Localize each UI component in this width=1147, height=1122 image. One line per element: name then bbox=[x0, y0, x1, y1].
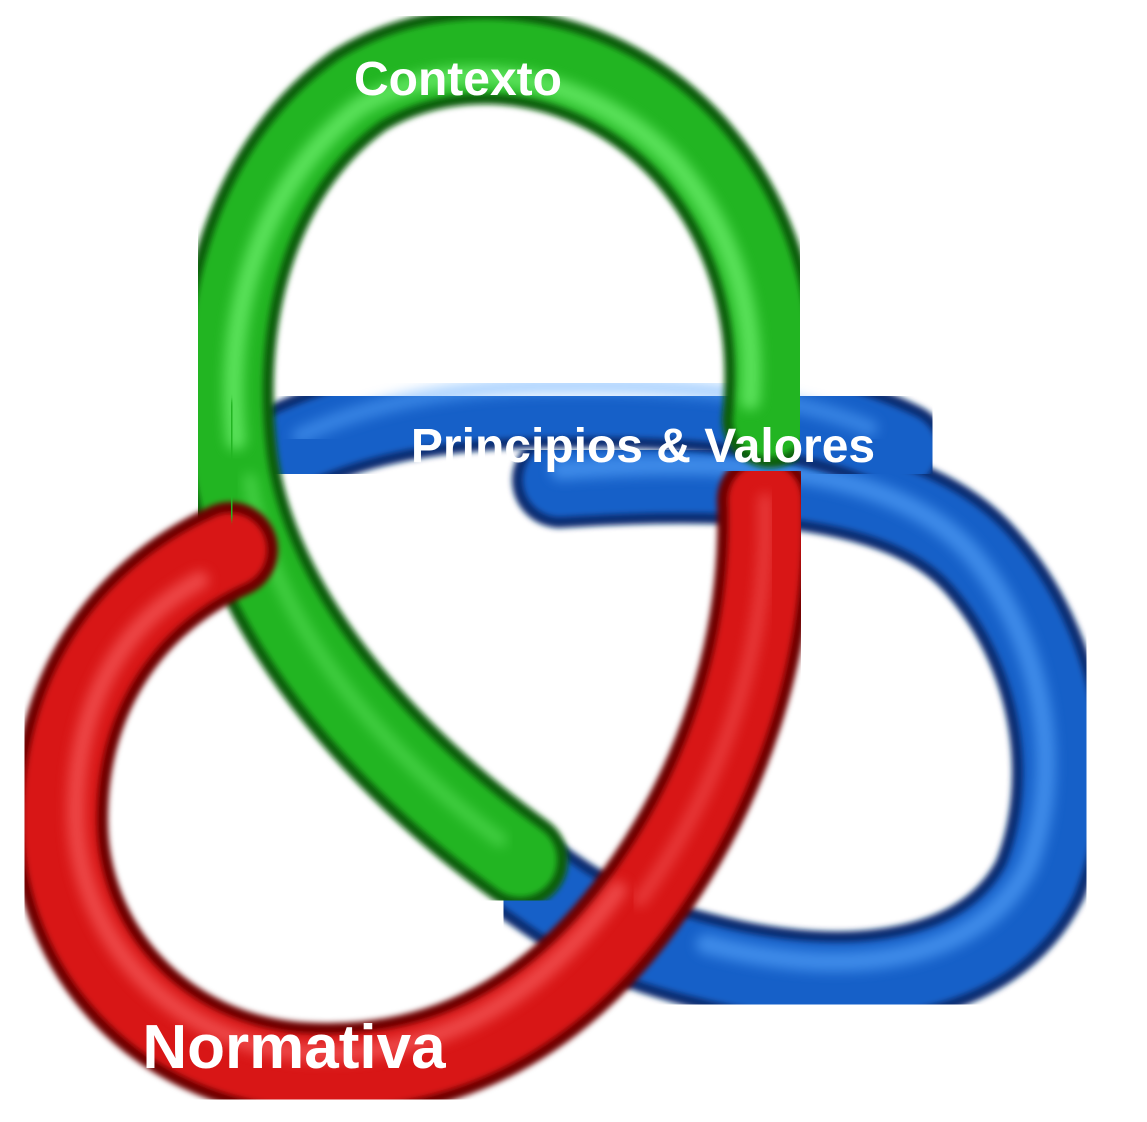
label-principios-valores: Principios & Valores bbox=[411, 420, 875, 473]
green-overpass bbox=[194, 398, 269, 521]
label-contexto: Contexto bbox=[354, 53, 562, 106]
red-loop bbox=[11, 452, 814, 1119]
label-normativa: Normativa bbox=[142, 1013, 446, 1082]
